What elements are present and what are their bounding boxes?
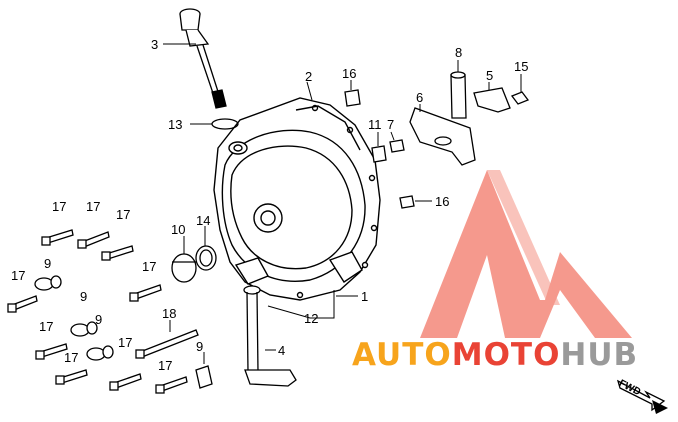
- callout-17-d: 17: [11, 268, 26, 283]
- crankcase-cover: [213, 97, 381, 301]
- leader-lines: [163, 43, 522, 364]
- callout-16-top: 16: [342, 66, 357, 81]
- watermark-hub: HUB: [560, 337, 639, 373]
- callout-9-c: 9: [95, 312, 103, 327]
- small-fittings: [344, 89, 415, 209]
- cap-and-gasket: [171, 245, 217, 283]
- bracket-parts: [409, 71, 530, 166]
- watermark: AUTOMOTOHUB: [352, 340, 638, 371]
- callout-14: 14: [196, 213, 211, 228]
- oil-dipstick: [179, 8, 227, 109]
- callout-5: 5: [486, 68, 494, 83]
- callout-1: 1: [361, 289, 369, 304]
- callout-4: 4: [278, 343, 286, 358]
- callout-17-i: 17: [158, 358, 173, 373]
- lever-rod: [243, 285, 297, 387]
- callout-16-right: 16: [435, 194, 450, 209]
- callout-7: 7: [387, 117, 395, 132]
- callout-9-b: 9: [80, 289, 88, 304]
- callout-15: 15: [514, 59, 529, 74]
- callout-2: 2: [305, 69, 313, 84]
- callout-6: 6: [416, 90, 424, 105]
- fwd-arrow-icon: [616, 379, 668, 414]
- callout-13: 13: [168, 117, 183, 132]
- callout-17-a: 17: [52, 199, 67, 214]
- long-bolt: [135, 329, 199, 359]
- watermark-moto: MOTO: [451, 337, 561, 373]
- callout-9-a: 9: [44, 256, 52, 271]
- callout-11: 11: [368, 117, 382, 132]
- watermark-auto: AUTO: [352, 337, 452, 373]
- bolt-set: [7, 229, 188, 394]
- callout-17-c: 17: [116, 207, 131, 222]
- callout-17-e: 17: [142, 259, 157, 274]
- callout-10: 10: [171, 222, 186, 237]
- callout-3: 3: [151, 37, 159, 52]
- callout-12: 12: [304, 311, 319, 326]
- callout-18: 18: [162, 306, 177, 321]
- dowel-pins: [34, 275, 213, 389]
- callout-17-f: 17: [39, 319, 54, 334]
- callout-17-h: 17: [64, 350, 79, 365]
- callout-8: 8: [455, 45, 463, 60]
- watermark-logo: [420, 170, 632, 338]
- o-ring: [211, 118, 239, 130]
- callout-9-d: 9: [196, 339, 204, 354]
- callout-17-g: 17: [118, 335, 133, 350]
- callout-17-b: 17: [86, 199, 101, 214]
